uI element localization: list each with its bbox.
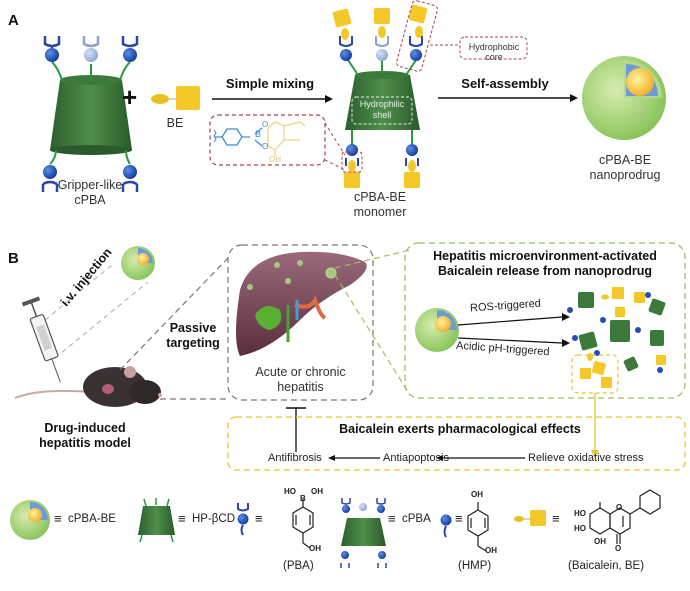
hmp-structure [467,502,489,552]
pba-ch2oh-label: OH [309,544,321,553]
effect-relieve-oxidative-stress: Relieve oxidative stress [528,452,644,464]
liver-line1: Acute or chronic [255,365,346,379]
equiv-symbol-4: ≡ [388,511,396,526]
legend-hmp-label: (HMP) [458,560,492,572]
release-title-line1: Hepatitis microenvironment-activated [433,249,657,263]
hydrophilic-line2: shell [372,110,392,120]
release-nanoparticle-icon [415,308,459,352]
gripper-label-line2: cPBA [74,193,106,207]
model-line2: hepatitis model [39,436,131,450]
nanoprodrug-label: cPBA-BE nanoprodrug [580,153,670,183]
nanoprodrug-sphere [582,56,666,140]
effect-antiapoptosis: Antiapoptosis [383,452,450,464]
legend-cpba-icon [340,498,387,568]
be-label: BE [166,116,184,130]
liver-box [227,244,374,401]
liver-label: Acute or chronic hepatitis [238,365,363,395]
legend-hmp-ligand-icon [440,514,452,538]
gripper-cpba-label: Gripper-like cPBA [40,178,140,208]
released-fragments [567,287,666,394]
gripper-cpba-graphic [41,36,139,192]
passive-targeting-label: Passive targeting [158,321,228,351]
oxygen-1-label: O [262,120,269,129]
passive-line1: Passive [169,321,217,335]
pba-oh-label: OH [311,487,323,496]
monomer-label: cPBA-BE monomer [340,190,420,220]
equiv-symbol-5: ≡ [455,511,463,526]
oxygen-2-label: O [262,142,269,151]
effects-title: Baicalein exerts pharmacological effects [339,422,581,436]
nanoprodrug-line2: nanoprodrug [589,168,661,182]
hydrophilic-line1: Hydrophilic [359,99,405,109]
be-icon [151,86,200,110]
acidic-arrow [457,337,563,344]
model-label: Drug-induced hepatitis model [20,421,150,451]
pba-b-label: B [300,494,306,503]
boronate-ester-box [209,114,326,166]
model-line1: Drug-induced [44,421,126,435]
be-o-keto-label: O [615,544,622,553]
be-ho1-label: HO [574,509,586,518]
effect-antifibrosis: Antifibrosis [268,452,322,464]
effects-box [227,416,686,471]
self-assembly-label: Self-assembly [461,76,549,91]
legend-cyclodextrin-icon [138,498,175,543]
monomer-line2: monomer [353,205,407,219]
legend-pba-label: (PBA) [283,560,314,572]
hydroxyl-label: OH [269,155,281,164]
pba-structure [292,499,314,549]
monomer-line1: cPBA-BE [353,190,407,204]
panel-b-label: B [8,250,19,267]
simple-mixing-label: Simple mixing [225,76,315,91]
release-box [404,242,686,399]
legend-baicalein-icon [514,510,546,526]
release-title-line2: Baicalein release from nanoprodrug [438,264,652,278]
baicalein-structure [589,489,661,544]
mouse-image [14,366,162,407]
hydrophilic-shell-label: Hydrophilic shell [352,99,412,121]
panel-a-label: A [8,12,19,29]
small-nanoparticle-icon [121,246,155,280]
legend-cpba-be-label: cPBA-BE [68,513,116,525]
injection-cone [44,264,149,359]
legend-hp-bcd-label: HP-βCD [192,513,236,525]
be-oh-label: OH [594,537,606,546]
ros-arrow [457,316,563,326]
equiv-symbol-3: ≡ [255,511,263,526]
hmp-oh-bottom-label: OH [485,546,497,555]
legend-cpba-label: cPBA [402,513,431,525]
plus-sign: + [122,82,138,112]
liver-line2: hepatitis [277,380,324,394]
liver-image [236,251,367,356]
legend-pba-ligand-icon [237,503,249,536]
nanoprodrug-line1: cPBA-BE [598,153,652,167]
pba-ho-label: HO [284,487,296,496]
hydrophobic-core-label: Hydrophobic core [468,42,520,62]
be-ho2-label: HO [574,524,586,533]
equiv-symbol-2: ≡ [178,511,186,526]
boron-atom-label: B [255,129,262,139]
gripper-label-line1: Gripper-like [57,178,123,192]
passive-line2: targeting [166,336,220,350]
boronate-ester-structure [213,121,306,156]
legend-baicalein-label: (Baicalein, BE) [568,560,645,572]
cpba-be-monomer-graphic [332,0,438,188]
equiv-symbol-1: ≡ [54,511,62,526]
be-o-ring-label: O [616,503,623,512]
syringe-icon [21,296,61,383]
hmp-oh-top-label: OH [471,490,483,499]
equiv-symbol-6: ≡ [552,511,560,526]
hydrophobic-core-box [459,36,528,60]
legend-nanoparticle-icon [10,500,50,540]
release-title: Hepatitis microenvironment-activated Bai… [410,249,680,279]
